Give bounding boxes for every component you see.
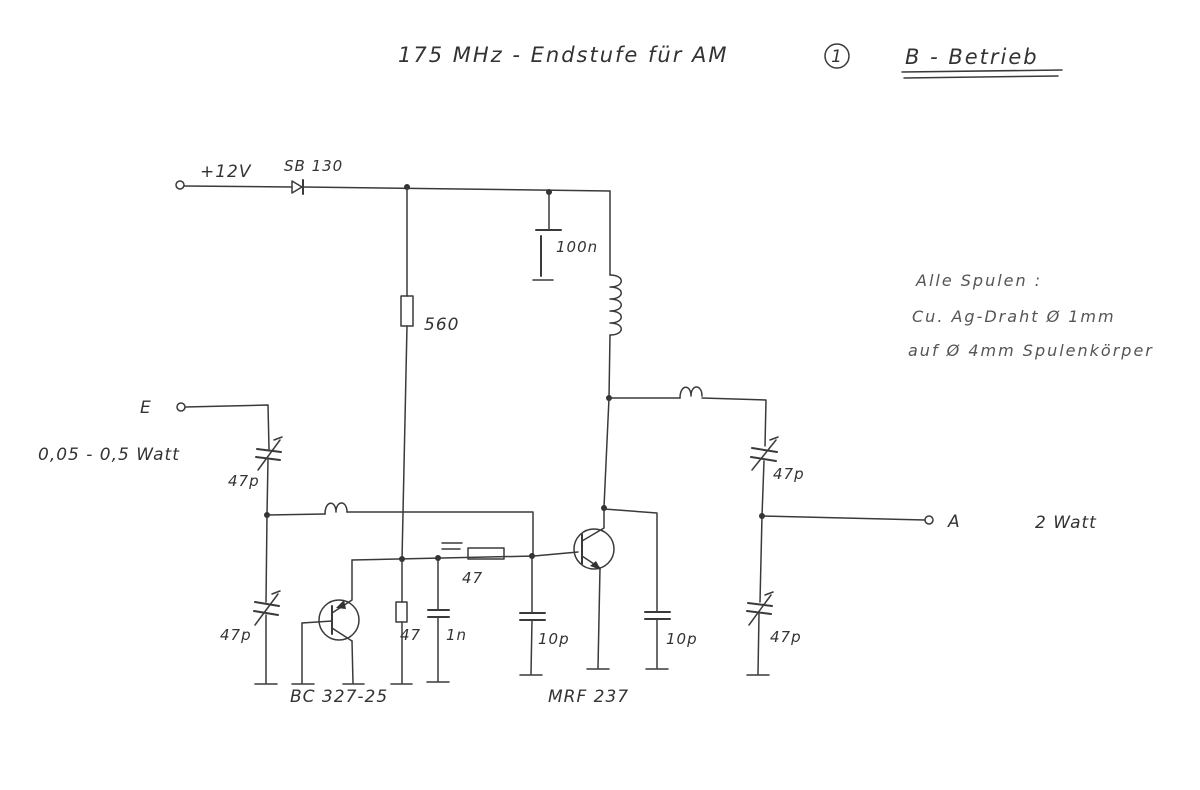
input-terminal — [176, 402, 186, 412]
base-choke-wire-1 — [266, 513, 326, 516]
capacitor-10p-base-label: 10p — [538, 630, 570, 648]
output-cap-to-node — [761, 460, 765, 517]
supply-terminal — [175, 180, 185, 190]
resistor-47-base-label: 47 — [462, 569, 483, 587]
c10p-base-wire-bottom — [530, 619, 533, 675]
input-wire — [184, 404, 270, 450]
transistor-mrf237 — [573, 506, 615, 570]
mrf237-base-wire — [533, 551, 579, 557]
output-terminal-label: A — [947, 512, 961, 532]
output-choke — [679, 386, 703, 399]
bias-wire-down — [401, 325, 408, 561]
resistor-560-label: 560 — [424, 315, 459, 335]
diode-sb130 — [291, 179, 304, 195]
resistor-560 — [400, 295, 414, 327]
cap-output-series-label: 47p — [773, 465, 805, 483]
supply-wire-1 — [183, 185, 293, 188]
output-terminal — [924, 515, 934, 525]
input-terminal-label: E — [140, 398, 152, 418]
input-cap-to-node — [266, 459, 269, 516]
output-shunt-to-gnd — [757, 613, 760, 675]
mode-underline — [901, 69, 1063, 73]
capacitor-100n-label: 100n — [556, 238, 598, 256]
resistor-47-gnd — [395, 601, 408, 623]
resistor-47-base — [467, 547, 505, 560]
input-power-label: 0,05 - 0,5 Watt — [38, 445, 180, 465]
mode-label: B - Betrieb — [905, 45, 1039, 69]
trimmer-cap-output-series — [750, 436, 779, 471]
capacitor-10p-base — [519, 612, 546, 621]
output-shunt-wire — [759, 515, 763, 603]
note-line-2: Cu. Ag-Draht Ø 1mm — [912, 307, 1116, 326]
trimmer-cap-output-shunt — [746, 591, 774, 626]
mrf237-emitter-to-gnd — [597, 567, 601, 669]
resistor-47-gnd-label: 47 — [400, 626, 421, 644]
capacitor-100n — [532, 191, 562, 281]
sheet-number-circle — [824, 43, 850, 69]
cap-output-shunt-label: 47p — [770, 628, 802, 646]
title-text: 175 MHz - Endstufe für AM — [398, 43, 729, 67]
transistor-bc327-label: BC 327-25 — [290, 687, 388, 707]
supply-rail — [302, 186, 611, 192]
collector-cap-node — [601, 505, 607, 511]
supply-voltage-label: +12V — [200, 162, 252, 182]
cap-input-series-label: 47p — [228, 472, 260, 490]
diode-label: SB 130 — [284, 157, 343, 175]
capacitor-1n — [427, 609, 450, 618]
bc327-collector-to-gnd — [351, 640, 354, 684]
collector-wire — [603, 397, 610, 508]
note-line-1: Alle Spulen : — [915, 271, 1042, 290]
note-line-3: auf Ø 4mm Spulenkörper — [908, 341, 1154, 360]
output-power-label: 2 Watt — [1035, 513, 1097, 533]
base-choke — [324, 502, 348, 515]
transistor-mrf237-label: MRF 237 — [548, 687, 629, 707]
c10p-collector-wire-top — [603, 508, 658, 613]
input-shunt-wire — [265, 514, 268, 603]
capacitor-1n-label: 1n — [446, 626, 467, 644]
capacitor-10p-collector — [644, 611, 671, 620]
sheet-number: 1 — [831, 47, 843, 67]
trimmer-cap-input-shunt — [253, 590, 281, 626]
choke-to-collector — [608, 334, 611, 399]
choke-inductor — [609, 274, 622, 336]
capacitor-10p-collector-label: 10p — [666, 630, 698, 648]
output-choke-wire-2 — [701, 397, 767, 447]
bias-line — [351, 555, 535, 561]
transistor-bc327 — [301, 559, 360, 642]
base-choke-wire-2 — [346, 511, 534, 558]
trimmer-cap-input-series — [255, 436, 283, 471]
erased-marks — [441, 542, 463, 550]
output-wire — [761, 515, 926, 521]
cap-input-shunt-label: 47p — [220, 626, 252, 644]
mode-underline-2 — [903, 75, 1059, 79]
